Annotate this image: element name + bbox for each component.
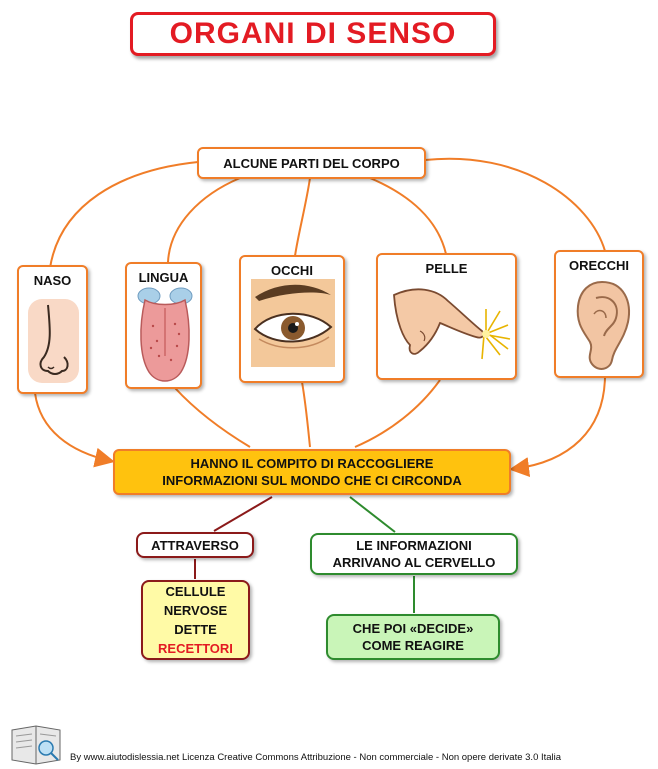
organ-orecchi: ORECCHI <box>554 250 644 378</box>
organ-orecchi-label: ORECCHI <box>569 258 629 273</box>
eye-icon <box>251 279 335 367</box>
cells-line-3: DETTE <box>174 622 217 637</box>
link-body-lingua <box>167 177 241 263</box>
link-body-naso <box>49 161 199 269</box>
link-body-occhi <box>294 177 311 257</box>
decide-node: CHE POI «DECIDE» COME REAGIRE <box>326 614 500 660</box>
link-main-informazioni <box>349 496 396 533</box>
brain-line-2: ARRIVANO AL CERVELLO <box>332 555 496 570</box>
link-lingua-main <box>174 387 251 448</box>
link-body-orecchi <box>424 157 606 252</box>
organ-lingua: LINGUA <box>125 262 202 389</box>
finger-touch-icon <box>393 288 511 360</box>
book-logo-icon <box>11 725 61 765</box>
nose-icon <box>28 299 79 383</box>
link-naso-main <box>34 392 115 468</box>
organ-occhi: OCCHI <box>239 255 345 383</box>
decide-line-2: COME REAGIRE <box>362 638 464 653</box>
cells-highlight: RECETTORI <box>158 641 233 656</box>
page-title: ORGANI DI SENSO <box>130 12 496 56</box>
cells-line-2: NERVOSE <box>163 603 228 618</box>
cells-node: CELLULE NERVOSE DETTE RECETTORI <box>141 580 250 660</box>
task-node: HANNO IL COMPITO DI RACCOGLIERE INFORMAZ… <box>113 449 511 495</box>
cells-line-1: CELLULE <box>165 584 226 599</box>
task-line-2: INFORMAZIONI SUL MONDO CHE CI CIRCONDA <box>162 473 462 488</box>
license-footer: By www.aiutodislessia.net Licenza Creati… <box>70 752 562 763</box>
brain-line-1: LE INFORMAZIONI <box>356 538 472 553</box>
body-parts-node: ALCUNE PARTI DEL CORPO <box>197 147 426 179</box>
link-occhi-main <box>301 381 311 448</box>
ear-icon <box>576 280 630 370</box>
attraverso-node: ATTRAVERSO <box>136 532 254 558</box>
task-line-1: HANNO IL COMPITO DI RACCOGLIERE <box>190 456 434 471</box>
decide-line-1: CHE POI «DECIDE» <box>352 621 474 636</box>
organ-naso: NASO <box>17 265 88 394</box>
organ-occhi-label: OCCHI <box>271 263 313 278</box>
link-body-pelle <box>369 177 447 255</box>
organ-pelle: PELLE <box>376 253 517 380</box>
organ-pelle-label: PELLE <box>425 261 468 276</box>
tongue-icon <box>137 287 193 382</box>
link-main-attraverso <box>213 496 273 532</box>
link-orecchi-main <box>509 376 606 477</box>
link-pelle-main <box>354 379 441 448</box>
organ-lingua-label: LINGUA <box>138 270 189 285</box>
organ-naso-label: NASO <box>33 273 72 288</box>
brain-node: LE INFORMAZIONI ARRIVANO AL CERVELLO <box>310 533 518 575</box>
